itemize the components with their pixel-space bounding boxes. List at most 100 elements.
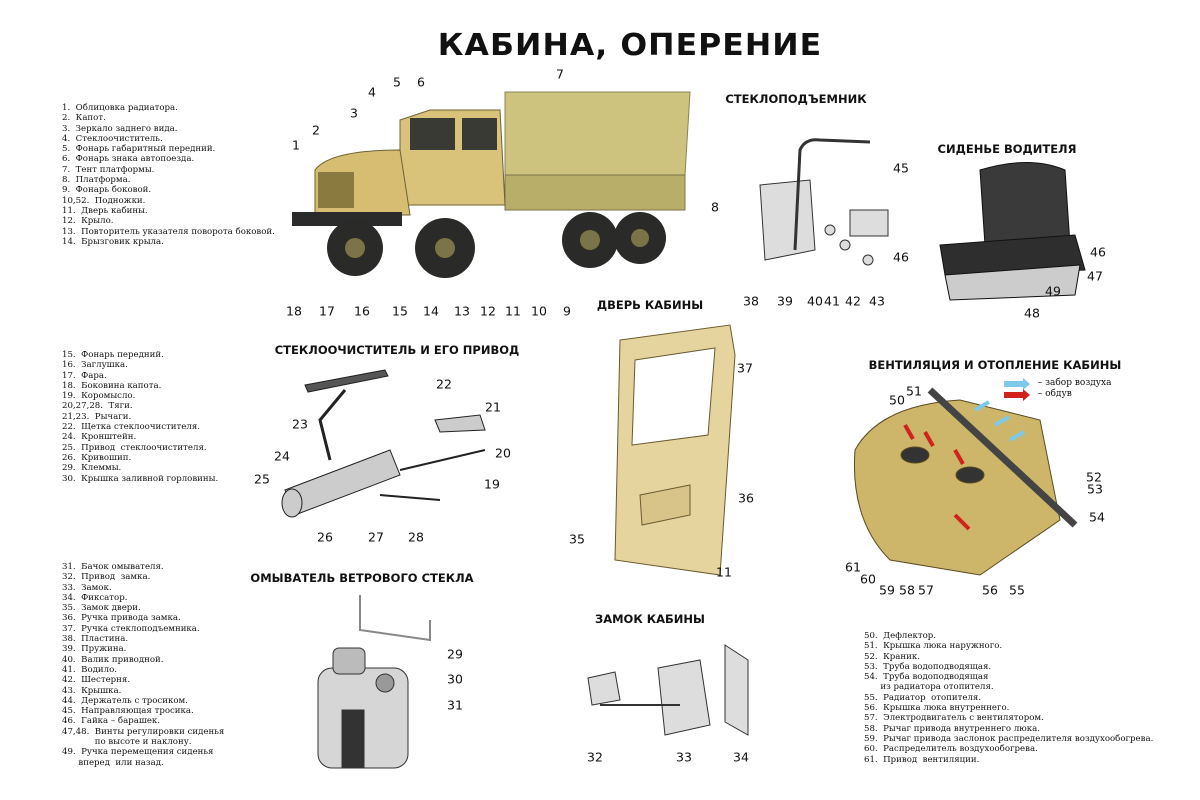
legend-item: 32. Привод замка. [62,572,151,583]
wiper-illustration [281,369,486,518]
legend-item: 46. Гайка – барашек. [62,716,161,727]
legend-item: 49. Ручка перемещения сиденья [62,747,214,758]
callout-number: 39 [777,293,793,309]
legend-item: 5. Фонарь габаритный передний. [62,144,216,155]
legend-item: 36. Ручка привода замка. [62,613,181,624]
legend-item: 38. Пластина. [62,634,129,645]
legend-item: 1. Облицовка радиатора. [62,103,178,113]
legend-item: 52. Краник. [864,651,920,662]
legend-item: 50. Дефлектор. [864,631,937,641]
legend-item: 22. Щетка стеклоочистителя. [62,422,200,433]
callout-number: 33 [676,749,692,765]
truck-illustration [292,91,691,278]
legend-item: 20,27,28. Тяги. [62,401,133,412]
callout-number: 42 [845,293,861,309]
legend-item: 58. Рычаг привода внутреннего люка. [864,723,1040,734]
callout-number: 22 [436,376,452,392]
callout-number: 56 [982,582,998,598]
callout-number: 32 [587,749,603,765]
callout-number: 31 [447,697,463,713]
callout-number: 40 [807,293,823,309]
callout-number: 35 [569,531,585,547]
legend-item: 24. Кронштейн. [62,432,137,443]
legend-item: 2. Капот. [62,113,106,124]
callout-number: 29 [447,646,463,662]
legend-item: 41. Водило. [62,664,118,675]
callout-number: 25 [254,471,270,487]
window-regulator-illustration [759,138,889,266]
callout-number: 60 [860,571,876,587]
callout-number: 51 [906,383,922,399]
legend-item: 6. Фонарь знака автопоезда. [62,154,195,165]
callout-number: 49 [1045,283,1061,299]
callout-number: 59 [879,582,895,598]
callout-number: 43 [869,293,885,309]
legend-item: 53. Труба водоподводящая. [864,661,992,672]
legend-item: 8. Платформа. [62,175,131,186]
callout-number: 11 [505,303,521,319]
legend-item: 14. Брызговик крыла. [62,236,164,247]
callout-number: 24 [274,448,290,464]
callout-number: 27 [368,529,384,545]
driver-seat-illustration [939,162,1086,301]
callout-number: 16 [354,303,370,319]
legend-item: 33. Замок. [62,582,112,593]
washer-illustration [317,595,431,769]
legend-item: 60. Распределитель воздухообогрева. [864,744,1038,755]
section-title-washer: ОМЫВАТЕЛЬ ВЕТРОВОГО СТЕКЛА [250,571,474,585]
section-title-cab-door: ДВЕРЬ КАБИНЫ [596,298,704,312]
callout-number: 41 [824,293,840,309]
legend-item: 21,23. Рычаги. [62,411,132,422]
section-title-driver-seat: СИДЕНЬЕ ВОДИТЕЛЯ [937,142,1077,156]
callout-number: 47 [1087,268,1103,284]
legend-list-door-seat: 31. Бачок омывателя.32. Привод замка.33.… [62,562,224,768]
callout-number: 1 [292,137,300,153]
legend-item: 44. Держатель с тросиком. [62,695,188,706]
legend-item: 45. Направляющая тросика. [62,706,194,717]
intake-arrow-icon [1004,377,1030,390]
legend-item: 26. Кривошип. [62,452,132,463]
legend-item: 17. Фара. [62,370,107,381]
callout-number: 18 [286,303,302,319]
callout-number: 21 [485,399,501,415]
legend-item: вперед или назад. [62,757,164,768]
callout-number: 7 [556,66,564,82]
callout-number: 26 [317,529,333,545]
callout-number: 53 [1087,481,1103,497]
legend-item: 10,52. Подножки. [62,195,146,206]
legend-item: 35. Замок двери. [62,603,141,614]
page-title: КАБИНА, ОПЕРЕНИЕ [437,28,823,63]
legend-item: 29. Клеммы. [62,463,122,474]
cab-door-illustration [614,324,736,576]
legend-item: 59. Рычаг привода заслонок распределител… [864,733,1154,744]
callout-number: 58 [899,582,915,598]
legend-item: 25. Привод стеклоочистителя. [62,442,207,453]
section-title-wiper: СТЕКЛООЧИСТИТЕЛЬ И ЕГО ПРИВОД [274,343,520,357]
legend-item: 15. Фонарь передний. [62,350,164,360]
callout-number: 5 [393,74,401,90]
callout-number: 15 [392,303,408,319]
legend-item: 47,48. Винты регулировки сиденья [62,726,225,737]
outflow-label: – обдув [1037,389,1072,399]
callout-number: 2 [312,122,320,138]
callout-number: 30 [447,671,463,687]
legend-item: 37. Ручка стеклоподъемника. [62,623,200,634]
legend-item: по высоте и наклону. [62,737,192,748]
callout-number: 38 [743,293,759,309]
callout-number: 45 [893,160,909,176]
legend-item: 61. Привод вентиляции. [864,754,980,765]
section-title-window-regulator: СТЕКЛОПОДЪЕМНИК [725,92,867,106]
callout-number: 36 [738,490,754,506]
callout-number: 46 [893,249,909,265]
cab-lock-illustration [587,644,749,736]
callout-number: 12 [480,303,496,319]
legend-item: 4. Стеклоочиститель. [62,133,163,144]
callout-number: 13 [454,303,470,319]
legend-list-wiper: 15. Фонарь передний.16. Заглушка.17. Фар… [62,350,218,484]
legend-item: 13. Повторитель указателя поворота боков… [62,226,275,237]
callout-number: 6 [417,74,425,90]
legend-item: 3. Зеркало заднего вида. [62,123,178,134]
legend-list-ventilation: 50. Дефлектор.51. Крышка люка наружного.… [864,631,1153,765]
callout-number: 34 [733,749,749,765]
